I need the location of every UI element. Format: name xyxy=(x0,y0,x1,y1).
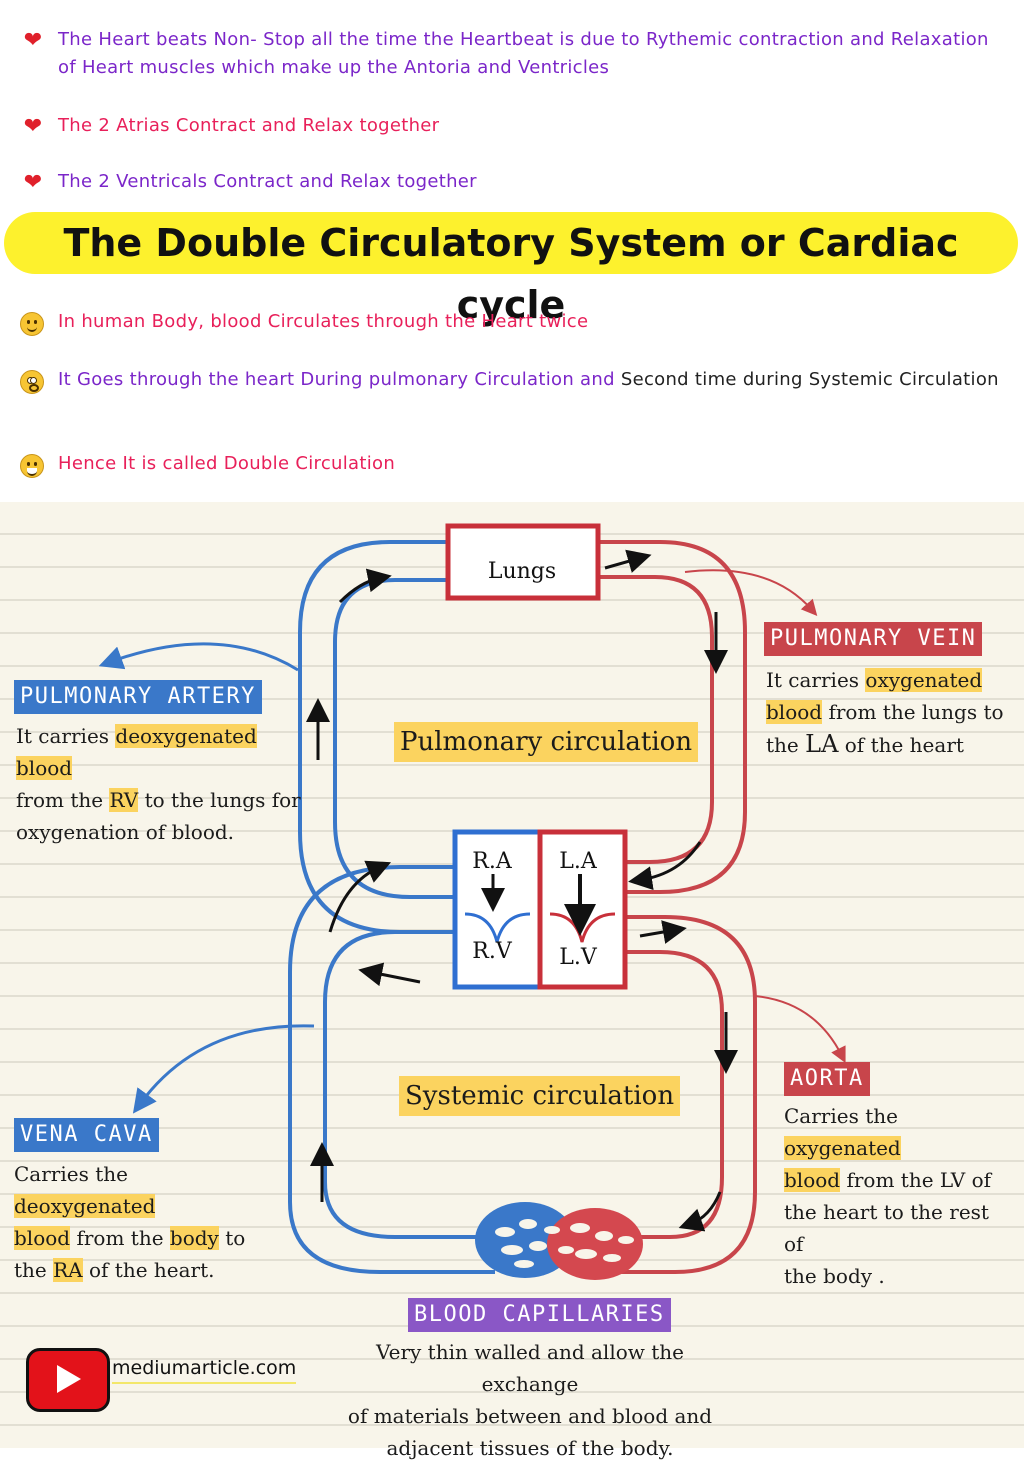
vena-cava-tag: VENA CAVA xyxy=(14,1118,159,1152)
lungs-box xyxy=(445,523,601,601)
note-two-circuits-text-a: It Goes through the heart During pulmona… xyxy=(58,369,615,390)
pulmonary-artery-pointer xyxy=(98,642,299,672)
note-circulates-twice: In human Body, blood Circulates through … xyxy=(20,308,1000,336)
note-atria-text: The 2 Atrias Contract and Relax together xyxy=(58,115,440,136)
vena-cava-desc: Carries the deoxygenated blood from the … xyxy=(14,1162,246,1282)
heart-icon: ❤ xyxy=(23,170,43,195)
site-name: mediumarticle.com xyxy=(112,1354,297,1384)
youtube-play-icon xyxy=(26,1348,110,1412)
pulmonary-artery-tag: PULMONARY ARTERY xyxy=(14,680,262,714)
note-heartbeat: ❤ The Heart beats Non- Stop all the time… xyxy=(20,26,1000,82)
pulmonary-vein-pointer xyxy=(684,569,818,617)
circulation-loops: Lungs R.A L.A R.V L.V xyxy=(98,523,846,1280)
note-atria: ❤ The 2 Atrias Contract and Relax togeth… xyxy=(20,112,1000,140)
lv-label: L.V xyxy=(559,945,598,970)
vena-cava-pointer xyxy=(132,1024,315,1114)
systemic-circulation-label: Systemic circulation xyxy=(399,1076,681,1116)
note-double-circulation-text: Hence It is called Double Circulation xyxy=(58,453,396,474)
heart-icon: ❤ xyxy=(23,28,43,53)
pulmonary-vein-tag: PULMONARY VEIN xyxy=(764,622,983,656)
note-two-circuits: It Goes through the heart During pulmona… xyxy=(20,366,1000,394)
pulmonary-artery-vessel xyxy=(298,540,460,934)
lungs-label: Lungs xyxy=(488,559,556,584)
note-double-circulation: Hence It is called Double Circulation xyxy=(20,450,1000,478)
flushed-face-icon xyxy=(20,368,46,394)
note-ventricles-text: The 2 Ventricals Contract and Relax toge… xyxy=(58,171,477,192)
note-circulates-twice-text: In human Body, blood Circulates through … xyxy=(58,311,589,332)
pulmonary-vein-desc: It carries oxygenated blood from the lun… xyxy=(766,668,1004,758)
grin-face-icon xyxy=(20,452,46,478)
note-heartbeat-text: The Heart beats Non- Stop all the time t… xyxy=(58,29,989,78)
heart-icon: ❤ xyxy=(23,114,43,139)
rv-label: R.V xyxy=(472,939,513,964)
note-two-circuits-text-b: Second time during Systemic Circulation xyxy=(620,369,999,390)
pulmonary-artery-desc: It carries deoxygenated blood from the R… xyxy=(16,724,301,844)
ra-label: R.A xyxy=(472,849,513,874)
pulmonary-circulation-label: Pulmonary circulation xyxy=(394,722,699,762)
circulation-diagram: Lungs R.A L.A R.V L.V Pulmonary circulat… xyxy=(0,502,1024,1460)
capillary-bed xyxy=(475,1202,643,1280)
page-title: The Double Circulatory System or Cardiac… xyxy=(4,212,1018,327)
blood-capillaries-tag: BLOOD CAPILLARIES xyxy=(408,1298,671,1332)
vena-cava-vessel xyxy=(288,865,495,1274)
aorta-desc: Carries the oxygenated blood from the LV… xyxy=(784,1104,992,1288)
blood-capillaries-desc: Very thin walled and allow the exchange … xyxy=(347,1340,713,1460)
la-label: L.A xyxy=(559,849,598,874)
note-ventricles: ❤ The 2 Ventricals Contract and Relax to… xyxy=(20,168,1000,196)
aorta-pointer xyxy=(754,995,846,1064)
aorta-tag: AORTA xyxy=(784,1062,870,1096)
pulmonary-vein-vessel xyxy=(598,540,747,894)
aorta-vessel xyxy=(620,915,757,1274)
smiley-icon xyxy=(20,310,46,336)
